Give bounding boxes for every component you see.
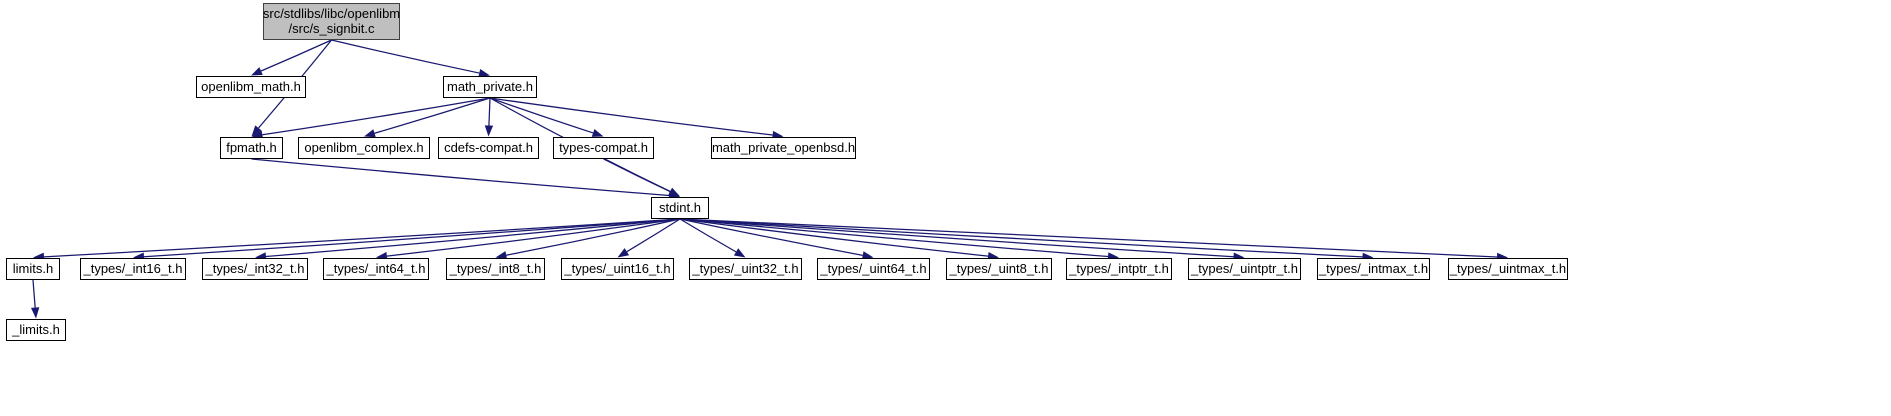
graph-node-root[interactable]: src/stdlibs/libc/openlibm /src/s_signbit… xyxy=(263,3,400,40)
graph-node-uint8[interactable]: _types/_uint8_t.h xyxy=(946,258,1052,280)
graph-node-uint64[interactable]: _types/_uint64_t.h xyxy=(817,258,930,280)
graph-node-label: _types/_uint8_t.h xyxy=(949,260,1049,276)
graph-edge-stdint-to-int32 xyxy=(265,218,681,258)
graph-arrowhead-math_private-to-types_compat xyxy=(591,128,604,137)
graph-node-label: _limits.h xyxy=(12,321,60,337)
graph-node-int32[interactable]: _types/_int32_t.h xyxy=(202,258,308,280)
graph-arrowhead-math_private-to-cdefs_compat xyxy=(484,125,494,137)
graph-edge-stdint-to-intmax xyxy=(679,218,1363,258)
graph-node-_limits[interactable]: _limits.h xyxy=(6,319,66,341)
graph-edge-math_private-to-types_compat xyxy=(489,97,594,134)
graph-arrowhead-types_compat-to-stdint xyxy=(668,187,680,197)
graph-node-label: _types/_uintmax_t.h xyxy=(1449,260,1567,276)
graph-arrowhead-math_private-to-openlibm_complex xyxy=(364,129,376,138)
graph-node-uint32[interactable]: _types/_uint32_t.h xyxy=(689,258,802,280)
graph-node-uint16[interactable]: _types/_uint16_t.h xyxy=(561,258,674,280)
graph-edge-fpmath-to-stdint xyxy=(251,158,670,197)
graph-node-label: openlibm_complex.h xyxy=(304,139,424,155)
graph-arrowhead-stdint-to-uint32 xyxy=(733,248,746,258)
graph-node-label: src/stdlibs/libc/openlibm /src/s_signbit… xyxy=(262,5,401,36)
graph-node-label: _types/_uintptr_t.h xyxy=(1191,260,1298,276)
graph-node-label: _types/_uint16_t.h xyxy=(564,260,671,276)
graph-node-label: types-compat.h xyxy=(559,139,648,155)
graph-edge-types_compat-to-stdint xyxy=(603,158,671,193)
graph-arrowhead-math_private-to-fpmath xyxy=(251,130,264,139)
graph-edge-root-to-openlibm_math xyxy=(260,39,332,72)
graph-node-uintmax[interactable]: _types/_uintmax_t.h xyxy=(1448,258,1568,280)
graph-node-label: math_private_openbsd.h xyxy=(711,139,856,155)
graph-node-label: openlibm_math.h xyxy=(201,78,301,94)
graph-node-openlibm_math[interactable]: openlibm_math.h xyxy=(196,76,306,98)
graph-node-label: _types/_int16_t.h xyxy=(83,260,183,276)
graph-edge-stdint-to-intptr xyxy=(679,218,1109,258)
graph-node-label: limits.h xyxy=(12,260,54,276)
graph-edge-math_private-to-cdefs_compat xyxy=(488,97,491,126)
graph-node-label: _types/_int64_t.h xyxy=(326,260,426,276)
graph-node-label: cdefs-compat.h xyxy=(444,139,533,155)
graph-arrowhead-root-to-fpmath xyxy=(251,125,262,137)
graph-node-types_compat[interactable]: types-compat.h xyxy=(553,137,654,159)
graph-node-label: _types/_intmax_t.h xyxy=(1318,260,1429,276)
graph-node-intptr[interactable]: _types/_intptr_t.h xyxy=(1066,258,1172,280)
graph-node-int8[interactable]: _types/_int8_t.h xyxy=(446,258,545,280)
graph-node-intmax[interactable]: _types/_intmax_t.h xyxy=(1317,258,1430,280)
graph-node-stdint[interactable]: stdint.h xyxy=(651,197,709,219)
graph-arrowhead-root-to-openlibm_math xyxy=(251,67,263,76)
graph-node-openlibm_complex[interactable]: openlibm_complex.h xyxy=(298,137,430,159)
graph-node-int64[interactable]: _types/_int64_t.h xyxy=(323,258,429,280)
graph-node-label: _types/_uint32_t.h xyxy=(692,260,799,276)
graph-edge-stdint-to-uint16 xyxy=(626,218,681,253)
graph-edge-math_private-to-math_private_openbsd xyxy=(489,97,773,136)
graph-edge-stdint-to-uint64 xyxy=(679,218,863,256)
graph-edge-root-to-math_private xyxy=(331,39,480,74)
graph-arrowhead-root-to-math_private xyxy=(478,68,490,78)
graph-node-label: _types/_int8_t.h xyxy=(449,260,542,276)
graph-edge-math_private-to-fpmath xyxy=(262,97,491,136)
graph-node-int16[interactable]: _types/_int16_t.h xyxy=(80,258,186,280)
graph-node-limits[interactable]: limits.h xyxy=(6,258,60,280)
graph-edge-stdint-to-uintmax xyxy=(679,218,1498,258)
graph-arrowhead-stdint-to-uint16 xyxy=(617,248,630,258)
graph-node-fpmath[interactable]: fpmath.h xyxy=(220,137,283,159)
graph-edge-stdint-to-int64 xyxy=(386,218,681,257)
graph-edge-stdint-to-uintptr xyxy=(679,218,1234,258)
graph-node-label: _types/_intptr_t.h xyxy=(1069,260,1169,276)
graph-node-math_private_openbsd[interactable]: math_private_openbsd.h xyxy=(711,137,856,159)
graph-edge-stdint-to-int16 xyxy=(143,218,681,258)
graph-arrowhead-limits-to-_limits xyxy=(30,307,40,319)
graph-node-label: _types/_uint64_t.h xyxy=(820,260,927,276)
graph-edge-math_private-to-openlibm_complex xyxy=(374,97,491,134)
graph-node-label: math_private.h xyxy=(447,78,533,94)
graph-arrowhead-stdint-to-uint64 xyxy=(861,251,874,260)
graph-edge-stdint-to-uint32 xyxy=(679,218,737,253)
graph-arrowhead-stdint-to-int8 xyxy=(495,251,508,260)
graph-node-label: stdint.h xyxy=(659,199,701,215)
graph-node-math_private[interactable]: math_private.h xyxy=(443,76,537,98)
graph-node-uintptr[interactable]: _types/_uintptr_t.h xyxy=(1188,258,1301,280)
graph-edge-stdint-to-uint8 xyxy=(679,218,989,257)
graph-node-label: _types/_int32_t.h xyxy=(205,260,305,276)
graph-edge-stdint-to-limits xyxy=(43,218,681,258)
graph-edge-limits-to-_limits xyxy=(32,279,36,308)
graph-node-cdefs_compat[interactable]: cdefs-compat.h xyxy=(438,137,539,159)
graph-node-label: fpmath.h xyxy=(226,139,277,155)
graph-edge-stdint-to-int8 xyxy=(506,218,681,256)
